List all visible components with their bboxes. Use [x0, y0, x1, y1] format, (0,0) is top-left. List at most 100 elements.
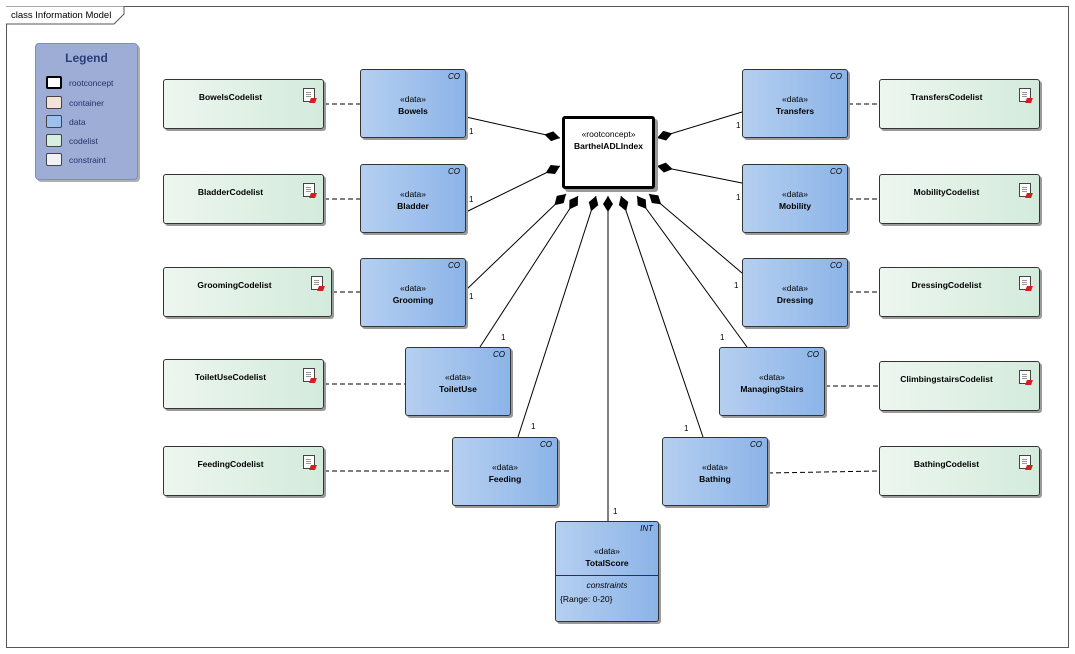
- data-bowels[interactable]: CO «data» Bowels: [360, 69, 466, 138]
- composition-line-bathing: [620, 195, 704, 438]
- type-tag: CO: [448, 72, 460, 81]
- data-name-label: Bowels: [398, 106, 428, 116]
- multiplicity-bowels: 1: [469, 127, 474, 136]
- type-tag: CO: [750, 440, 762, 449]
- data-bathing[interactable]: CO «data» Bathing: [662, 437, 768, 506]
- composition-line-toiletuse: [479, 195, 579, 348]
- codelist-transfers[interactable]: TransfersCodelist: [879, 79, 1040, 129]
- document-icon: [1019, 370, 1031, 384]
- type-tag: CO: [830, 167, 842, 176]
- data-mobility[interactable]: CO «data» Mobility: [742, 164, 848, 233]
- constraint-range: {Range: 0-20}: [560, 594, 613, 604]
- legend-title: Legend: [65, 51, 108, 65]
- multiplicity-feeding: 1: [531, 422, 536, 431]
- legend-label-constraint: constraint: [69, 155, 106, 165]
- root-concept-barthel[interactable]: «rootconcept» BarthelADLIndex: [562, 116, 655, 189]
- composition-diamond-dressing: [649, 194, 662, 205]
- data-dressing[interactable]: CO «data» Dressing: [742, 258, 848, 327]
- document-icon: [303, 88, 315, 102]
- codelist-bathing[interactable]: BathingCodelist: [879, 446, 1040, 496]
- multiplicity-transfers: 1: [736, 121, 741, 130]
- constraints-header: constraints: [586, 580, 628, 590]
- legend-swatch-constraint: [46, 153, 62, 166]
- frame-title: class Information Model: [11, 10, 112, 21]
- document-icon: [1019, 88, 1031, 102]
- multiplicity-dressing: 1: [734, 281, 739, 290]
- data-stereotype: «data»: [445, 372, 471, 382]
- composition-line-grooming: [465, 193, 567, 291]
- composition-diamond-feeding: [588, 196, 599, 212]
- legend-swatch-rootconcept: [46, 76, 62, 89]
- codelist-feeding[interactable]: FeedingCodelist: [163, 446, 324, 496]
- data-name-label: TotalScore: [585, 558, 629, 568]
- document-icon: [303, 455, 315, 469]
- legend-swatch-data: [46, 115, 62, 128]
- codelist-grooming[interactable]: GroomingCodelist: [163, 267, 332, 317]
- data-name-label: Bathing: [699, 474, 731, 484]
- type-tag: CO: [540, 440, 552, 449]
- codelist-mobility[interactable]: MobilityCodelist: [879, 174, 1040, 224]
- legend-label-rootconcept: rootconcept: [69, 78, 114, 88]
- document-icon: [311, 276, 323, 290]
- data-stereotype: «data»: [702, 462, 728, 472]
- codelist-name: TransfersCodelist: [910, 92, 983, 102]
- data-toiletuse[interactable]: CO «data» ToiletUse: [405, 347, 511, 416]
- codelist-managingstairs[interactable]: ClimbingstairsCodelist: [879, 361, 1040, 411]
- legend-label-codelist: codelist: [69, 136, 98, 146]
- data-stereotype: «data»: [782, 283, 808, 293]
- data-stereotype: «data»: [400, 283, 426, 293]
- multiplicity-totalscore: 1: [613, 507, 618, 516]
- data-stereotype: «data»: [492, 462, 518, 472]
- multiplicity-managingstairs: 1: [720, 333, 725, 342]
- frame-tab: [6, 6, 125, 25]
- data-grooming[interactable]: CO «data» Grooming: [360, 258, 466, 327]
- type-tag: CO: [830, 261, 842, 270]
- composition-diamond-toiletuse: [569, 196, 578, 210]
- data-totalscore[interactable]: INT «data» TotalScore constraints {Range…: [555, 521, 659, 622]
- codelist-bowels[interactable]: BowelsCodelist: [163, 79, 324, 129]
- codelist-dressing[interactable]: DressingCodelist: [879, 267, 1040, 317]
- type-tag: CO: [807, 350, 819, 359]
- data-name-label: ManagingStairs: [740, 384, 804, 394]
- legend-swatch-codelist: [46, 134, 62, 147]
- codelist-name: ToiletUseCodelist: [194, 372, 267, 382]
- data-name-label: Feeding: [488, 474, 522, 484]
- codelist-name: BladderCodelist: [197, 187, 264, 197]
- codelist-name: FeedingCodelist: [197, 459, 264, 469]
- document-icon: [1019, 455, 1031, 469]
- codelist-name: ClimbingstairsCodelist: [900, 374, 993, 384]
- compartment-divider: [556, 575, 658, 576]
- composition-diamond-grooming: [554, 194, 566, 206]
- legend-swatch-container: [46, 96, 62, 109]
- composition-line-bladder: [465, 165, 561, 213]
- type-tag: CO: [448, 167, 460, 176]
- data-stereotype: «data»: [759, 372, 785, 382]
- composition-diamond-transfers: [657, 130, 673, 141]
- data-managingstairs[interactable]: CO «data» ManagingStairs: [719, 347, 825, 416]
- document-icon: [303, 368, 315, 382]
- multiplicity-mobility: 1: [736, 193, 741, 202]
- type-tag: CO: [830, 72, 842, 81]
- multiplicity-bladder: 1: [469, 195, 474, 204]
- root-name: BarthelADLIndex: [574, 141, 643, 151]
- codelist-bladder[interactable]: BladderCodelist: [163, 174, 324, 224]
- data-stereotype: «data»: [400, 94, 426, 104]
- legend-label-data: data: [69, 117, 86, 127]
- data-name-label: Transfers: [775, 106, 815, 116]
- codelist-toiletuse[interactable]: ToiletUseCodelist: [163, 359, 324, 409]
- data-bladder[interactable]: CO «data» Bladder: [360, 164, 466, 233]
- composition-line-bowels: [465, 116, 561, 139]
- document-icon: [1019, 183, 1031, 197]
- codelist-name: BathingCodelist: [913, 459, 980, 469]
- composition-diamond-mobility: [657, 162, 673, 173]
- diagram-frame: [6, 6, 1069, 648]
- data-stereotype: «data»: [782, 189, 808, 199]
- data-feeding[interactable]: CO «data» Feeding: [452, 437, 558, 506]
- data-transfers[interactable]: CO «data» Transfers: [742, 69, 848, 138]
- legend-label-container: container: [69, 98, 104, 108]
- codelist-dependency-bathing: [767, 470, 880, 474]
- composition-diamond-bladder: [545, 165, 560, 175]
- document-icon: [1019, 276, 1031, 290]
- composition-line-dressing: [648, 193, 743, 274]
